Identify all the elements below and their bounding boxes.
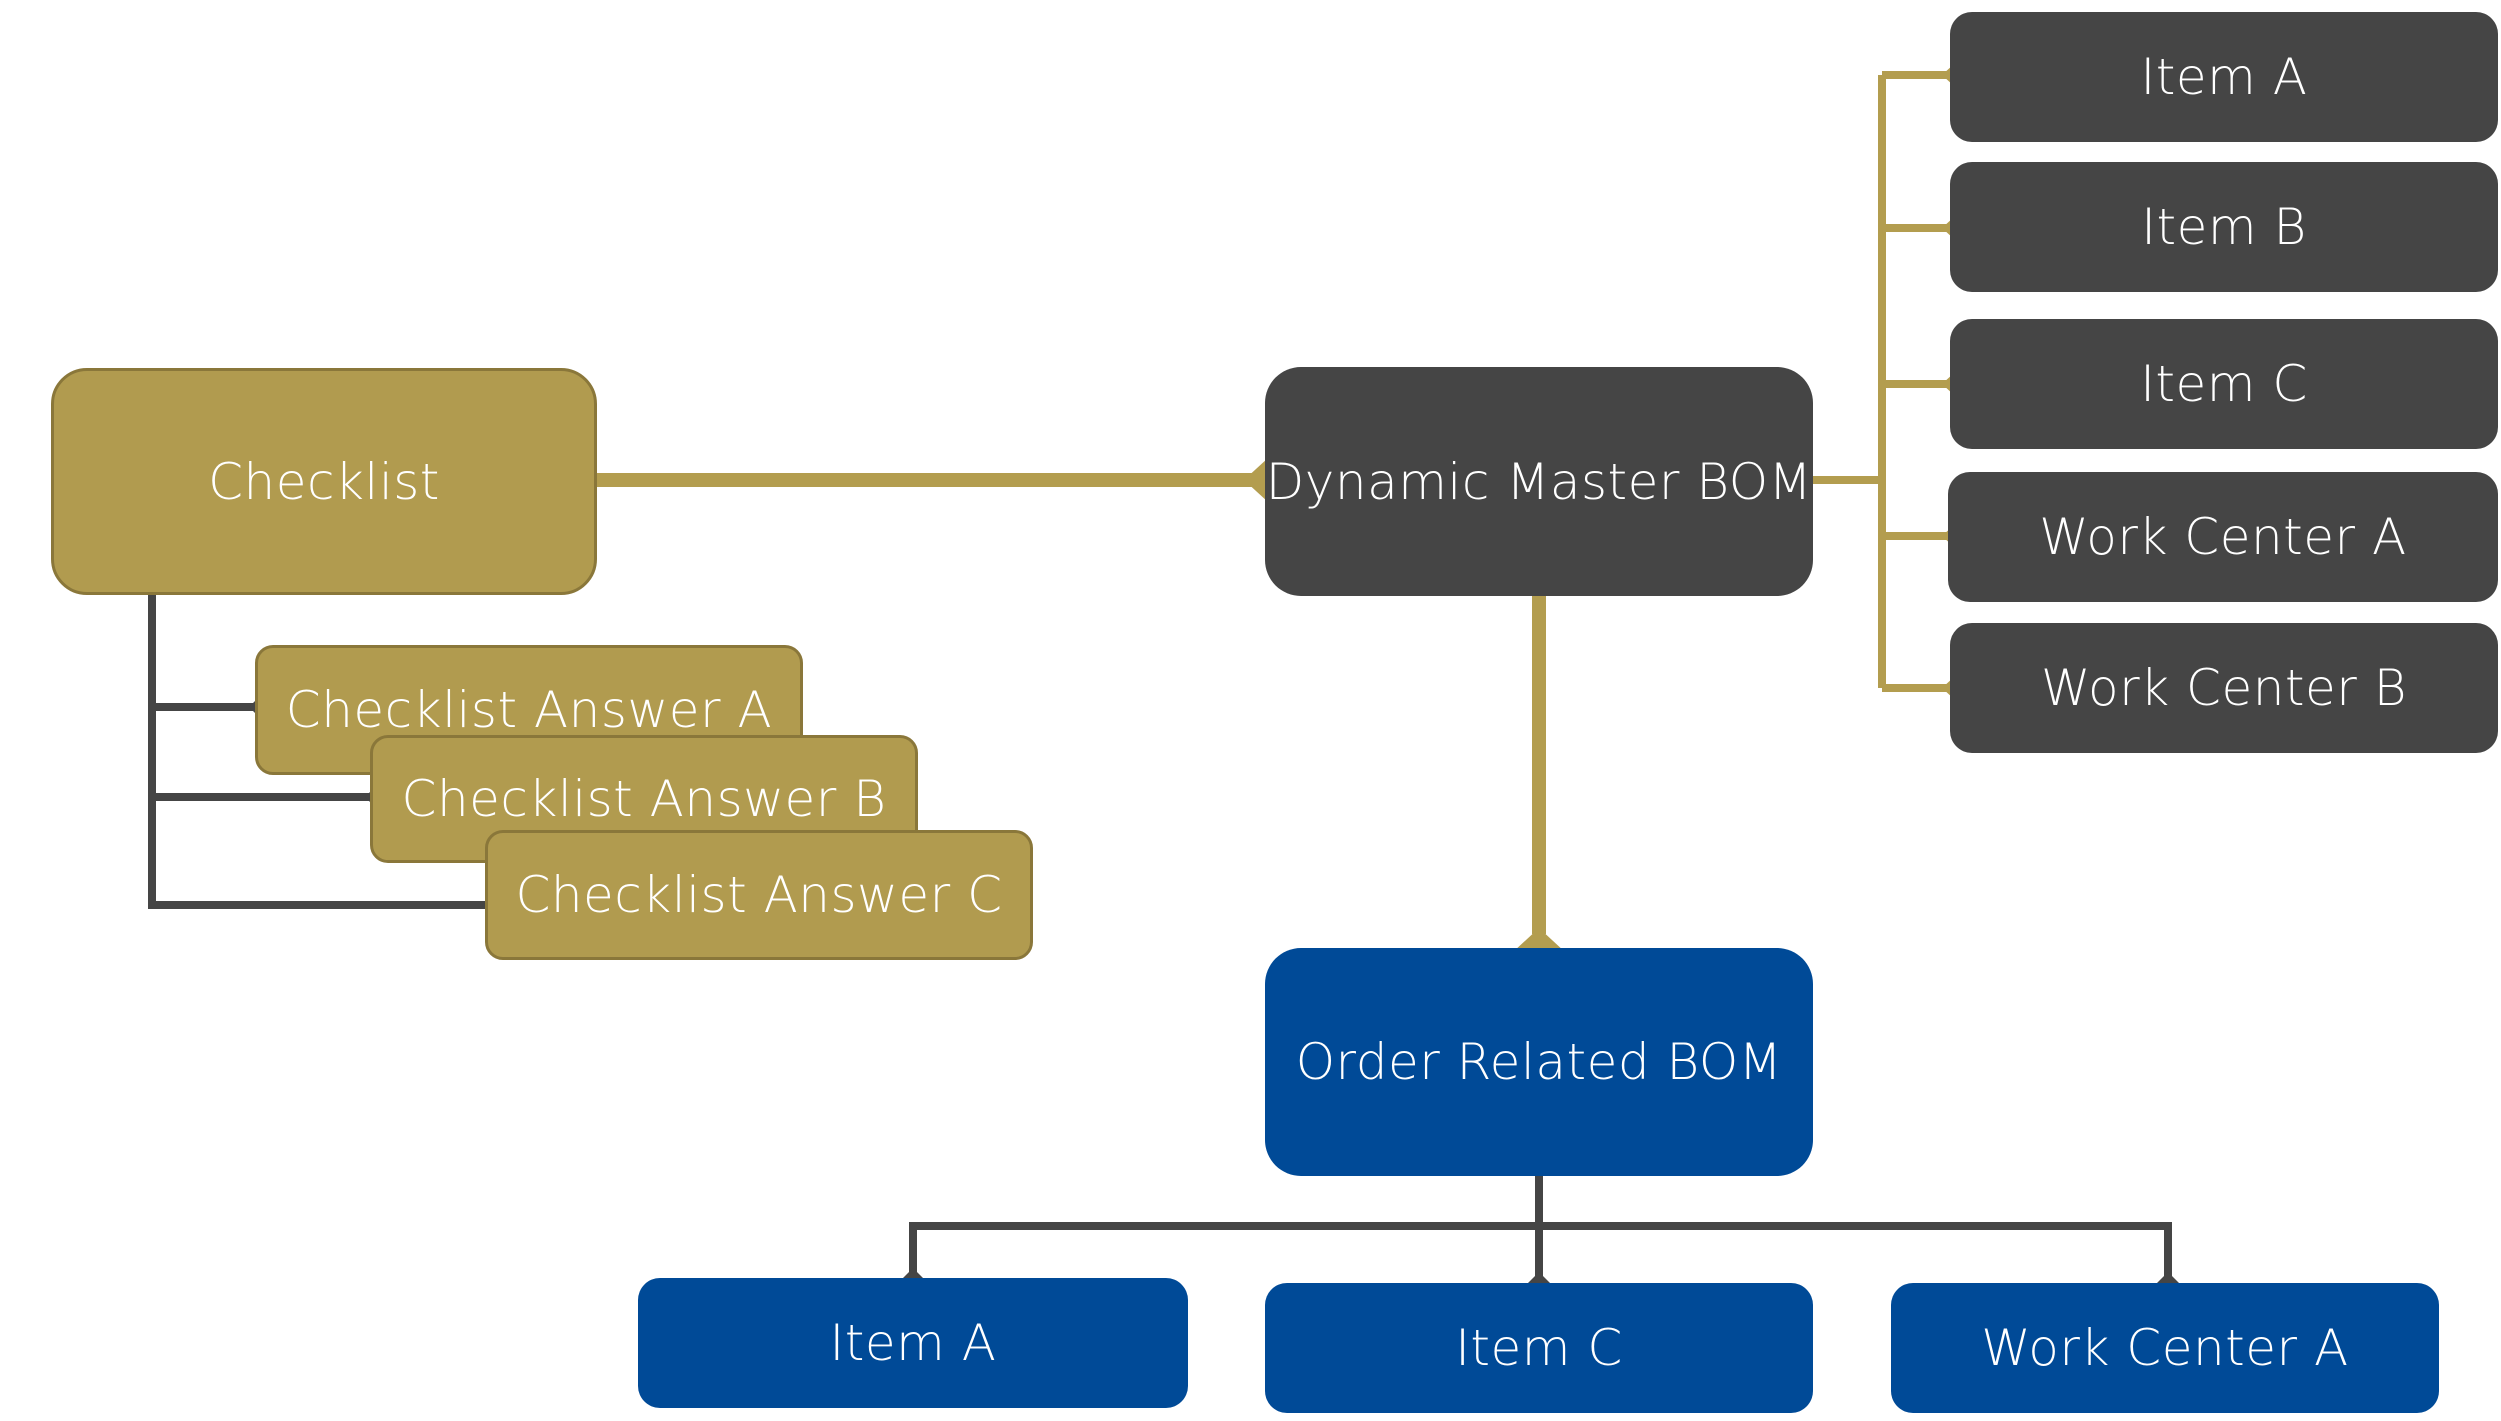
- order-work-center-a-label: Work Center A: [1981, 1319, 2349, 1377]
- master-work-center-b-label: Work Center B: [2041, 659, 2407, 717]
- order-related-bom-label: Order Related BOM: [1295, 1033, 1783, 1091]
- checklist-label: Checklist: [208, 452, 440, 511]
- master-work-center-b-node[interactable]: Work Center B: [1950, 623, 2498, 753]
- order-related-bom-node[interactable]: Order Related BOM: [1265, 948, 1813, 1176]
- connector-checklist-answers: [148, 595, 496, 909]
- master-item-b-label: Item B: [2141, 198, 2307, 256]
- dynamic-master-bom-label: Dynamic Master BOM: [1265, 452, 1813, 511]
- master-item-b-node[interactable]: Item B: [1950, 162, 2498, 292]
- master-work-center-a-label: Work Center A: [2039, 508, 2407, 566]
- connector-master-bom-children: [1812, 71, 1954, 692]
- order-item-a-node[interactable]: Item A: [638, 1278, 1188, 1408]
- master-item-c-node[interactable]: Item C: [1950, 319, 2498, 449]
- master-item-c-label: Item C: [2140, 355, 2308, 413]
- dynamic-master-bom-node[interactable]: Dynamic Master BOM: [1265, 367, 1813, 596]
- checklist-answer-b-label: Checklist Answer B: [401, 770, 887, 828]
- checklist-answer-c-node[interactable]: Checklist Answer C: [485, 830, 1033, 960]
- checklist-node[interactable]: Checklist: [51, 368, 597, 595]
- checklist-answer-a-label: Checklist Answer A: [285, 681, 773, 739]
- master-work-center-a-node[interactable]: Work Center A: [1948, 472, 2498, 602]
- checklist-answer-c-label: Checklist Answer C: [515, 866, 1003, 924]
- order-item-a-label: Item A: [829, 1314, 997, 1372]
- order-item-c-node[interactable]: Item C: [1265, 1283, 1813, 1413]
- master-item-a-label: Item A: [2140, 48, 2308, 106]
- order-work-center-a-node[interactable]: Work Center A: [1891, 1283, 2439, 1413]
- connector-order-bom-children: [909, 1175, 2172, 1284]
- master-item-a-node[interactable]: Item A: [1950, 12, 2498, 142]
- order-item-c-label: Item C: [1455, 1319, 1623, 1377]
